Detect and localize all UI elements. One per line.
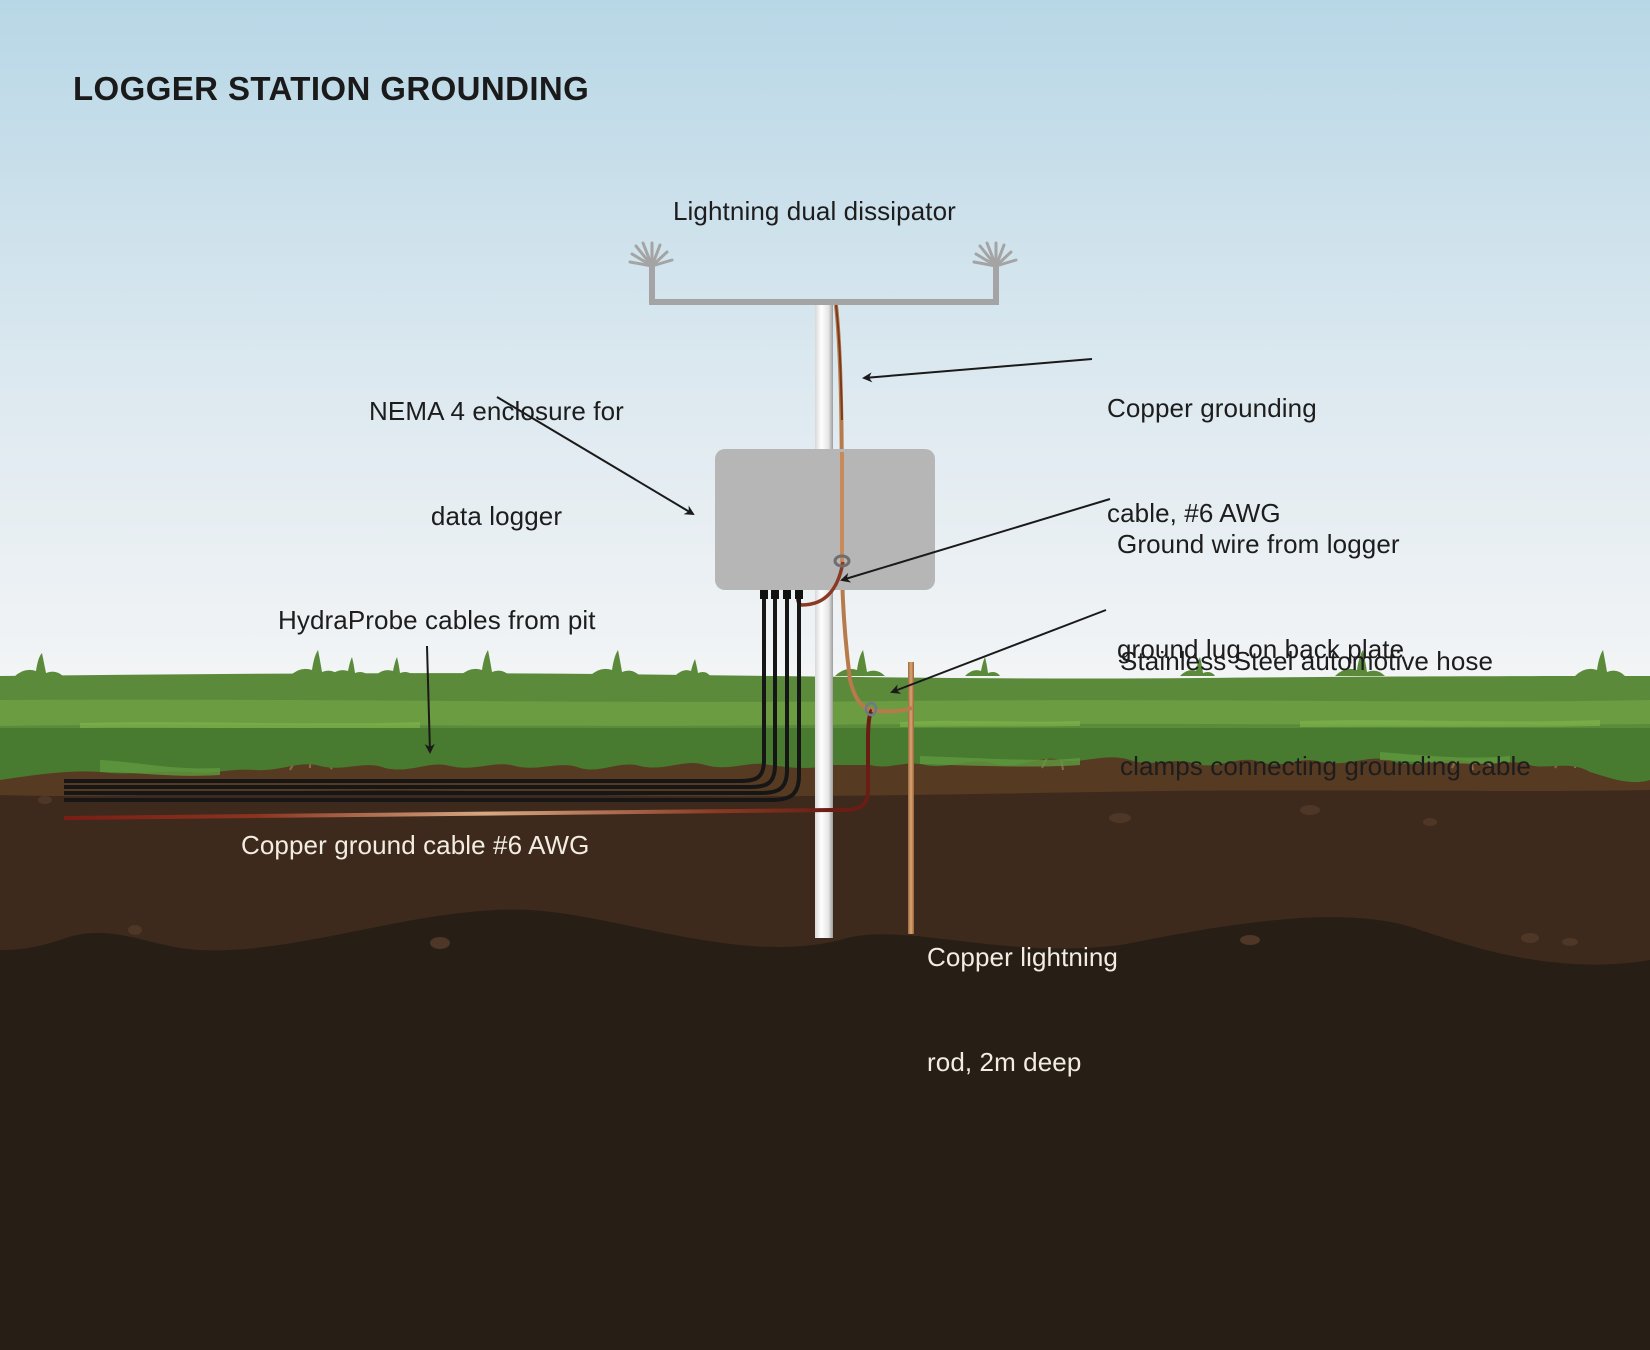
label-rod-line1: Copper lightning [927, 942, 1118, 972]
label-copper-lightning-rod: Copper lightning rod, 2m deep [927, 870, 1118, 1115]
label-enclosure: NEMA 4 enclosure for data logger [369, 324, 624, 569]
label-ground-wire-line1: Ground wire from logger [1117, 529, 1400, 559]
copper-lightning-rod [908, 662, 914, 934]
arrow-copper-cable [862, 358, 1093, 383]
enclosure-ground-lug [833, 554, 851, 568]
dissipator-brush-right [972, 241, 1018, 268]
label-hose-clamps: Stainless Steel automotive hose clamps c… [1120, 574, 1531, 819]
label-copper-cable-line2: cable, #6 AWG [1107, 498, 1281, 528]
lightning-dissipator [628, 241, 1018, 305]
arrow-ground-wire [840, 498, 1111, 583]
dissipator-brush-left [628, 241, 674, 268]
label-hydraprobe-cables: HydraProbe cables from pit [278, 605, 596, 635]
label-ground-wire: Ground wire from logger ground lug on ba… [1117, 457, 1404, 702]
label-copper-ground-cable: Copper ground cable #6 AWG [241, 830, 590, 860]
label-enclosure-line1: NEMA 4 enclosure for [369, 396, 624, 426]
diagram-title: LOGGER STATION GROUNDING [73, 70, 590, 107]
copper-cable-shade [835, 304, 843, 421]
arrow-enclosure [496, 396, 695, 516]
copper-ground-cable-horizontal [63, 808, 834, 820]
label-ground-wire-line2: ground lug on back plate [1117, 634, 1405, 664]
arrow-hose-clamps [890, 609, 1107, 694]
label-copper-grounding-cable: Copper grounding cable, #6 AWG [1107, 321, 1317, 566]
bedrock-layer [0, 900, 1650, 1350]
arrow-hydraprobe [424, 645, 435, 754]
label-rod-line2: rod, 2m deep [927, 1047, 1082, 1077]
cable-glands [760, 590, 803, 599]
hydraprobe-cables [64, 595, 801, 802]
label-dissipator: Lightning dual dissipator [673, 196, 956, 226]
label-copper-cable-line1: Copper grounding [1107, 393, 1317, 423]
label-enclosure-line2: data logger [430, 501, 563, 531]
grass-highlight-bright [80, 720, 1600, 729]
hose-clamp [864, 701, 878, 717]
label-hose-clamps-line1: Stainless Steel automotive hose [1120, 646, 1494, 676]
grass-tufts [14, 650, 1625, 677]
nema-enclosure [715, 449, 935, 590]
callout-arrows [424, 358, 1111, 754]
label-hose-clamps-line2: clamps connecting grounding cable [1120, 751, 1531, 781]
mounting-pole [815, 305, 833, 938]
soil-pebbles [38, 796, 1578, 949]
